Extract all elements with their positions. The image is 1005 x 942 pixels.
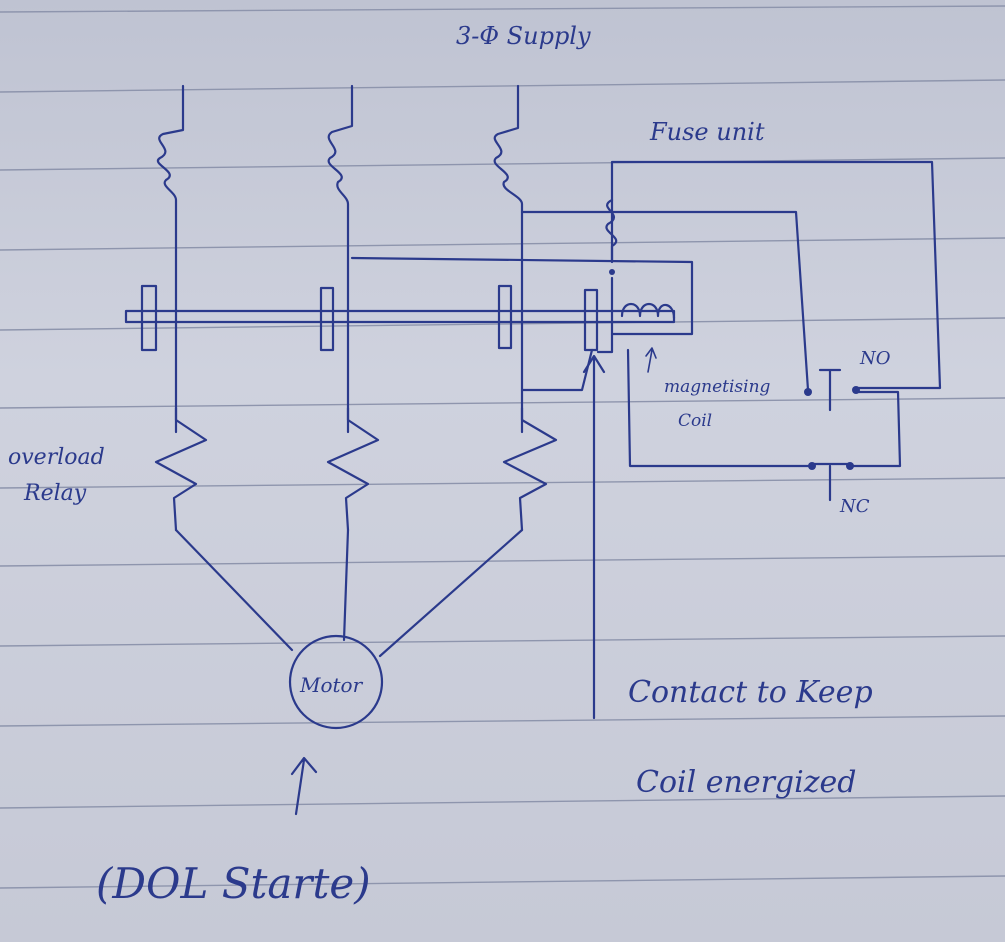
phase-line-2 — [327, 84, 354, 434]
nc-button-label: NC — [839, 496, 870, 517]
overload-relay-label-1: overload — [8, 445, 105, 470]
phase-line-3 — [493, 84, 524, 434]
motor-label: Motor — [299, 673, 364, 697]
motor-feed-lines — [174, 528, 524, 658]
overload-relay-label-2: Relay — [23, 481, 87, 506]
coil-label-1: magnetising — [664, 377, 771, 397]
overload-relay-3 — [502, 406, 558, 532]
contactor-bar — [124, 284, 676, 352]
starter-caption: (DOL Starte) — [96, 859, 371, 908]
coil-arrow — [645, 347, 657, 373]
overload-relay-1 — [154, 406, 208, 532]
arrows — [290, 347, 657, 816]
fuse-unit-label: Fuse unit — [649, 118, 765, 146]
supply-label: 3-Φ Supply — [456, 22, 591, 50]
motor-arrow — [290, 756, 318, 816]
contact-note-line2: Coil energized — [636, 765, 856, 800]
contact-note-line1: Contact to Keep — [628, 675, 873, 710]
no-button-label: NO — [859, 348, 891, 369]
notebook-rules — [0, 5, 1005, 889]
contact-arrow — [582, 354, 606, 720]
motor: Motor — [288, 634, 384, 730]
control-circuit — [350, 160, 942, 502]
phase-line-1 — [156, 84, 185, 434]
coil-label-2: Coil — [678, 411, 712, 431]
overload-relay-2 — [326, 406, 380, 532]
